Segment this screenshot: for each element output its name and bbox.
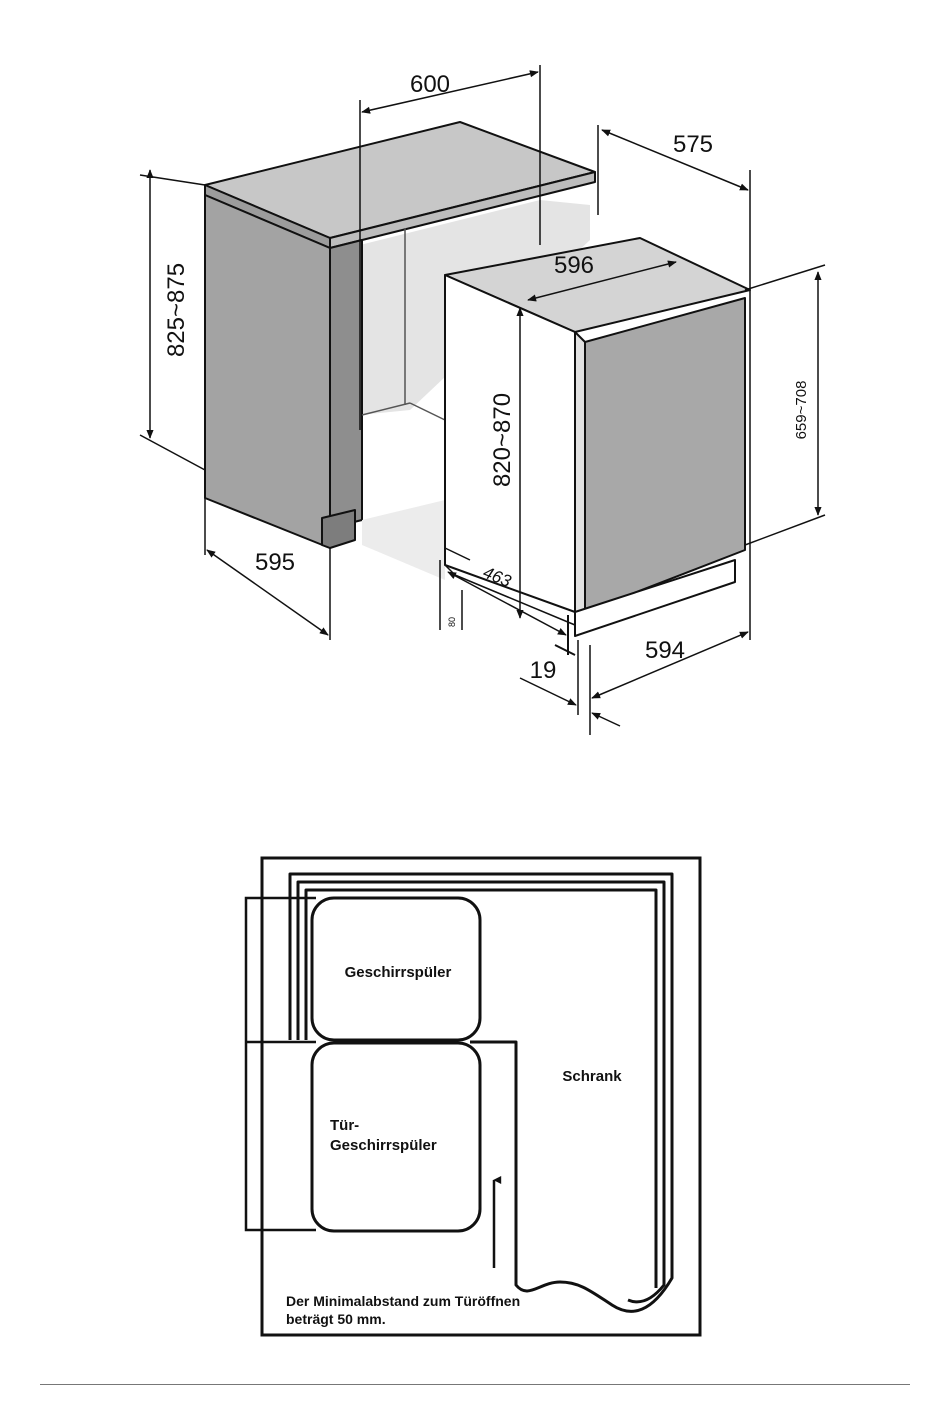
footer-rule — [40, 1384, 910, 1385]
floor-shadow — [362, 500, 445, 580]
door-box — [312, 1043, 480, 1231]
clearance-note-line2: beträgt 50 mm. — [286, 1311, 386, 1327]
clearance-note-line1: Der Minimalabstand zum Türöffnen — [286, 1293, 520, 1309]
door-label-line1: Tür- — [330, 1117, 359, 1134]
dim-cabinet-width: 600 — [410, 71, 450, 98]
dim-door-panel-height: 659~708 — [793, 381, 810, 440]
dim-plinth-height: 80 — [447, 617, 457, 627]
cabinet-outline — [290, 874, 672, 1311]
dim-cabinet-height: 825~875 — [163, 263, 190, 357]
dishwasher-label: Geschirrspüler — [345, 964, 452, 981]
cabinet-label: Schrank — [562, 1068, 622, 1085]
floor-plan-frame — [262, 858, 700, 1335]
dim-appliance-width: 596 — [554, 252, 594, 279]
dim-appliance-height: 820~870 — [489, 393, 516, 487]
dim-cabinet-side-depth: 595 — [255, 549, 295, 576]
dishwasher-box — [312, 898, 480, 1040]
dim-appliance-front-width: 594 — [645, 637, 685, 664]
cabinet-side-panel — [205, 195, 330, 548]
dim-door-thickness: 19 — [530, 657, 557, 684]
door-label-line2: Geschirrspüler — [330, 1137, 437, 1154]
installation-diagram: 600 575 825~875 595 596 820~870 659~708 … — [0, 0, 950, 760]
dim-cabinet-depth: 575 — [673, 131, 713, 158]
side-bracket — [246, 898, 316, 1230]
